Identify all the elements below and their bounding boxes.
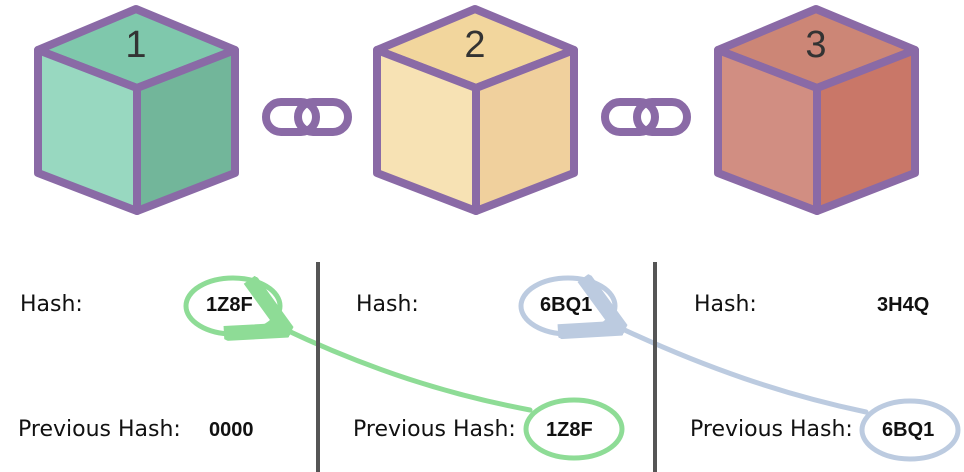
chain-link-icon — [262, 98, 352, 136]
chain-link-icon — [601, 98, 691, 136]
cube-2-right — [472, 46, 578, 215]
hash-label-block-3: Hash: — [694, 292, 757, 317]
cube-3-right — [813, 46, 919, 215]
prev-hash-circle-block-3 — [859, 398, 961, 462]
cube-1-right — [133, 46, 239, 215]
column-divider-1 — [316, 262, 320, 472]
hash-label-block-1: Hash: — [20, 292, 83, 317]
hash-label-block-2: Hash: — [356, 292, 419, 317]
block-cube-1: 1 — [34, 5, 239, 215]
prev-hash-label-block-2: Previous Hash: — [353, 417, 516, 442]
prev-hash-label-block-1: Previous Hash: — [18, 417, 181, 442]
prev-hash-circle-block-2 — [523, 397, 625, 461]
hash-value-block-2: 6BQ1 — [540, 294, 593, 316]
blue-link-arrow — [616, 326, 869, 415]
prev-hash-value-block-1: 0000 — [209, 419, 254, 441]
block-cube-2: 2 — [373, 5, 578, 215]
block-number-2: 2 — [464, 24, 485, 66]
column-divider-2 — [653, 262, 657, 472]
prev-hash-value-block-3: 6BQ1 — [882, 419, 935, 441]
hash-value-block-3: 3H4Q — [877, 294, 930, 316]
green-link-arrow — [282, 328, 533, 413]
block-number-1: 1 — [125, 24, 146, 66]
prev-hash-label-block-3: Previous Hash: — [690, 417, 853, 442]
block-number-3: 3 — [805, 24, 826, 66]
block-cube-3: 3 — [714, 5, 919, 215]
hash-value-block-1: 1Z8F — [206, 294, 253, 316]
prev-hash-value-block-2: 1Z8F — [546, 419, 593, 441]
